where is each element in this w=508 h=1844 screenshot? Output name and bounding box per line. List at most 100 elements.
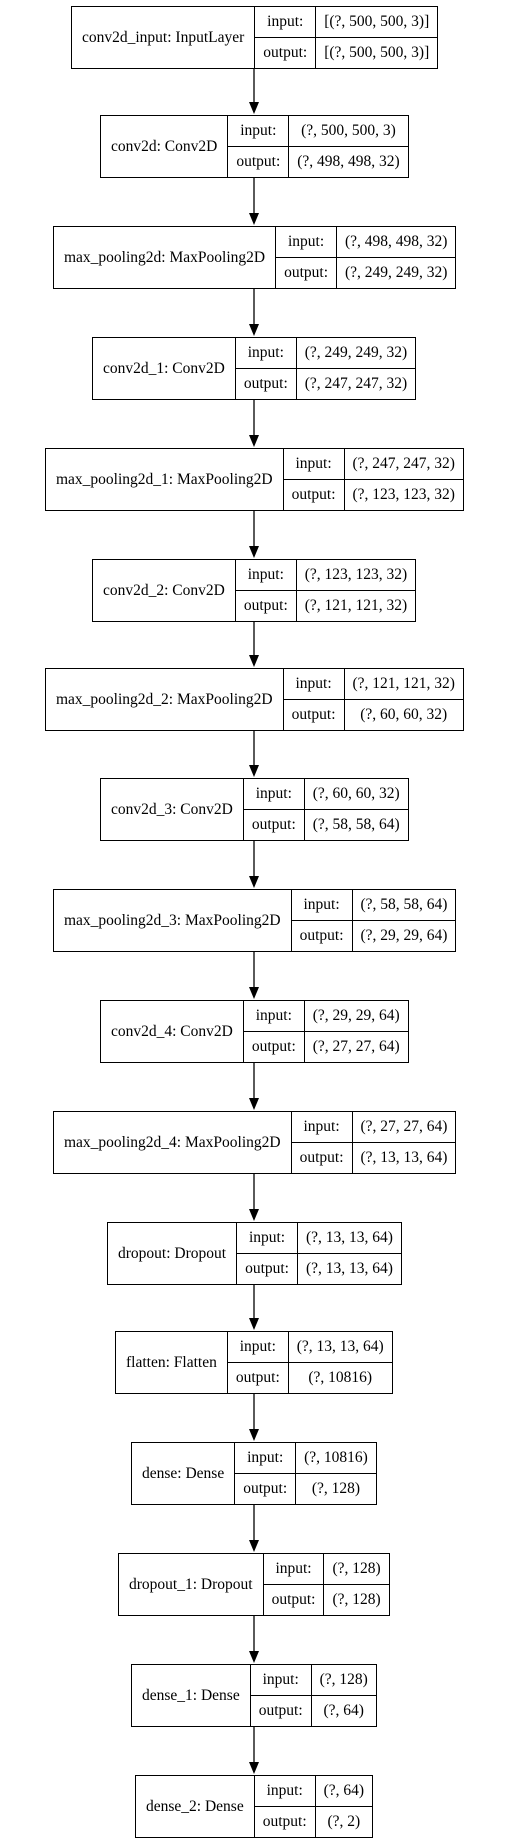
output-port-label: output: [226, 1362, 289, 1394]
output-shape: (?, 10816) [287, 1362, 393, 1394]
arrow-head-icon [249, 1651, 259, 1663]
input-shape: (?, 121, 121, 32) [343, 668, 464, 700]
layer-name: max_pooling2d_2: MaxPooling2D [45, 668, 284, 731]
arrow-head-icon [249, 876, 259, 888]
arrow-head-icon [249, 324, 259, 336]
input-port-label: input: [236, 1222, 298, 1254]
output-port-label: output: [282, 699, 345, 731]
output-port-label: output: [236, 1253, 298, 1285]
arrow-head-icon [249, 1318, 259, 1330]
output-shape: (?, 64) [310, 1695, 377, 1727]
output-port-label: output: [290, 920, 353, 952]
input-shape: (?, 128) [310, 1664, 377, 1696]
input-shape: (?, 123, 123, 32) [295, 559, 417, 591]
input-shape: (?, 29, 29, 64) [303, 1000, 409, 1032]
output-shape: (?, 247, 247, 32) [295, 368, 417, 400]
output-port-label: output: [262, 1584, 325, 1616]
input-shape: [(?, 500, 500, 3)] [315, 6, 439, 38]
input-port-label: input: [234, 559, 297, 591]
layer-name: dense_1: Dense [131, 1664, 251, 1727]
output-shape: (?, 128) [323, 1584, 390, 1616]
arrow-head-icon [249, 546, 259, 558]
input-port-label: input: [282, 668, 345, 700]
arrow-head-icon [249, 655, 259, 667]
input-shape: (?, 249, 249, 32) [295, 337, 417, 369]
input-port-label: input: [249, 1664, 312, 1696]
arrow-head-icon [249, 1429, 259, 1441]
input-port-label: input: [282, 448, 345, 480]
arrow-head-icon [249, 765, 259, 777]
input-port-label: input: [226, 1331, 289, 1363]
layer-name: max_pooling2d_3: MaxPooling2D [53, 889, 292, 952]
input-port-label: input: [234, 337, 297, 369]
output-port-label: output: [254, 37, 317, 69]
layer-name: conv2d_2: Conv2D [92, 559, 236, 622]
output-shape: (?, 58, 58, 64) [303, 809, 409, 841]
input-shape: (?, 64) [314, 1775, 374, 1807]
output-shape: (?, 27, 27, 64) [303, 1031, 409, 1063]
arrow-head-icon [249, 1098, 259, 1110]
output-shape: (?, 2) [314, 1806, 374, 1838]
arrow-head-icon [249, 987, 259, 999]
output-port-label: output: [227, 146, 290, 178]
arrow-head-icon [249, 1762, 259, 1774]
input-port-label: input: [234, 1442, 297, 1474]
output-shape: (?, 123, 123, 32) [343, 479, 464, 511]
output-shape: (?, 121, 121, 32) [295, 590, 417, 622]
layer-name: dropout_1: Dropout [118, 1553, 264, 1616]
input-port-label: input: [290, 889, 353, 921]
output-port-label: output: [249, 1695, 312, 1727]
input-port-label: input: [253, 1775, 316, 1807]
input-shape: (?, 60, 60, 32) [303, 778, 409, 810]
output-shape: (?, 13, 13, 64) [351, 1142, 457, 1174]
input-shape: (?, 13, 13, 64) [296, 1222, 402, 1254]
layer-name: max_pooling2d_1: MaxPooling2D [45, 448, 284, 511]
layer-name: dropout: Dropout [106, 1222, 238, 1285]
arrow-head-icon [249, 102, 259, 114]
output-port-label: output: [234, 590, 297, 622]
output-port-label: output: [234, 1473, 297, 1505]
output-port-label: output: [242, 809, 305, 841]
output-shape: (?, 13, 13, 64) [296, 1253, 402, 1285]
output-port-label: output: [242, 1031, 305, 1063]
layer-name: flatten: Flatten [115, 1331, 228, 1394]
layer-name: conv2d_1: Conv2D [92, 337, 236, 400]
output-port-label: output: [290, 1142, 353, 1174]
output-port-label: output: [282, 479, 345, 511]
input-shape: (?, 27, 27, 64) [351, 1111, 457, 1143]
layer-name: conv2d_3: Conv2D [100, 778, 244, 841]
input-shape: (?, 500, 500, 3) [288, 115, 409, 147]
input-shape: (?, 247, 247, 32) [343, 448, 464, 480]
input-port-label: input: [262, 1553, 325, 1585]
input-shape: (?, 10816) [295, 1442, 377, 1474]
input-shape: (?, 58, 58, 64) [351, 889, 457, 921]
input-port-label: input: [275, 226, 337, 258]
